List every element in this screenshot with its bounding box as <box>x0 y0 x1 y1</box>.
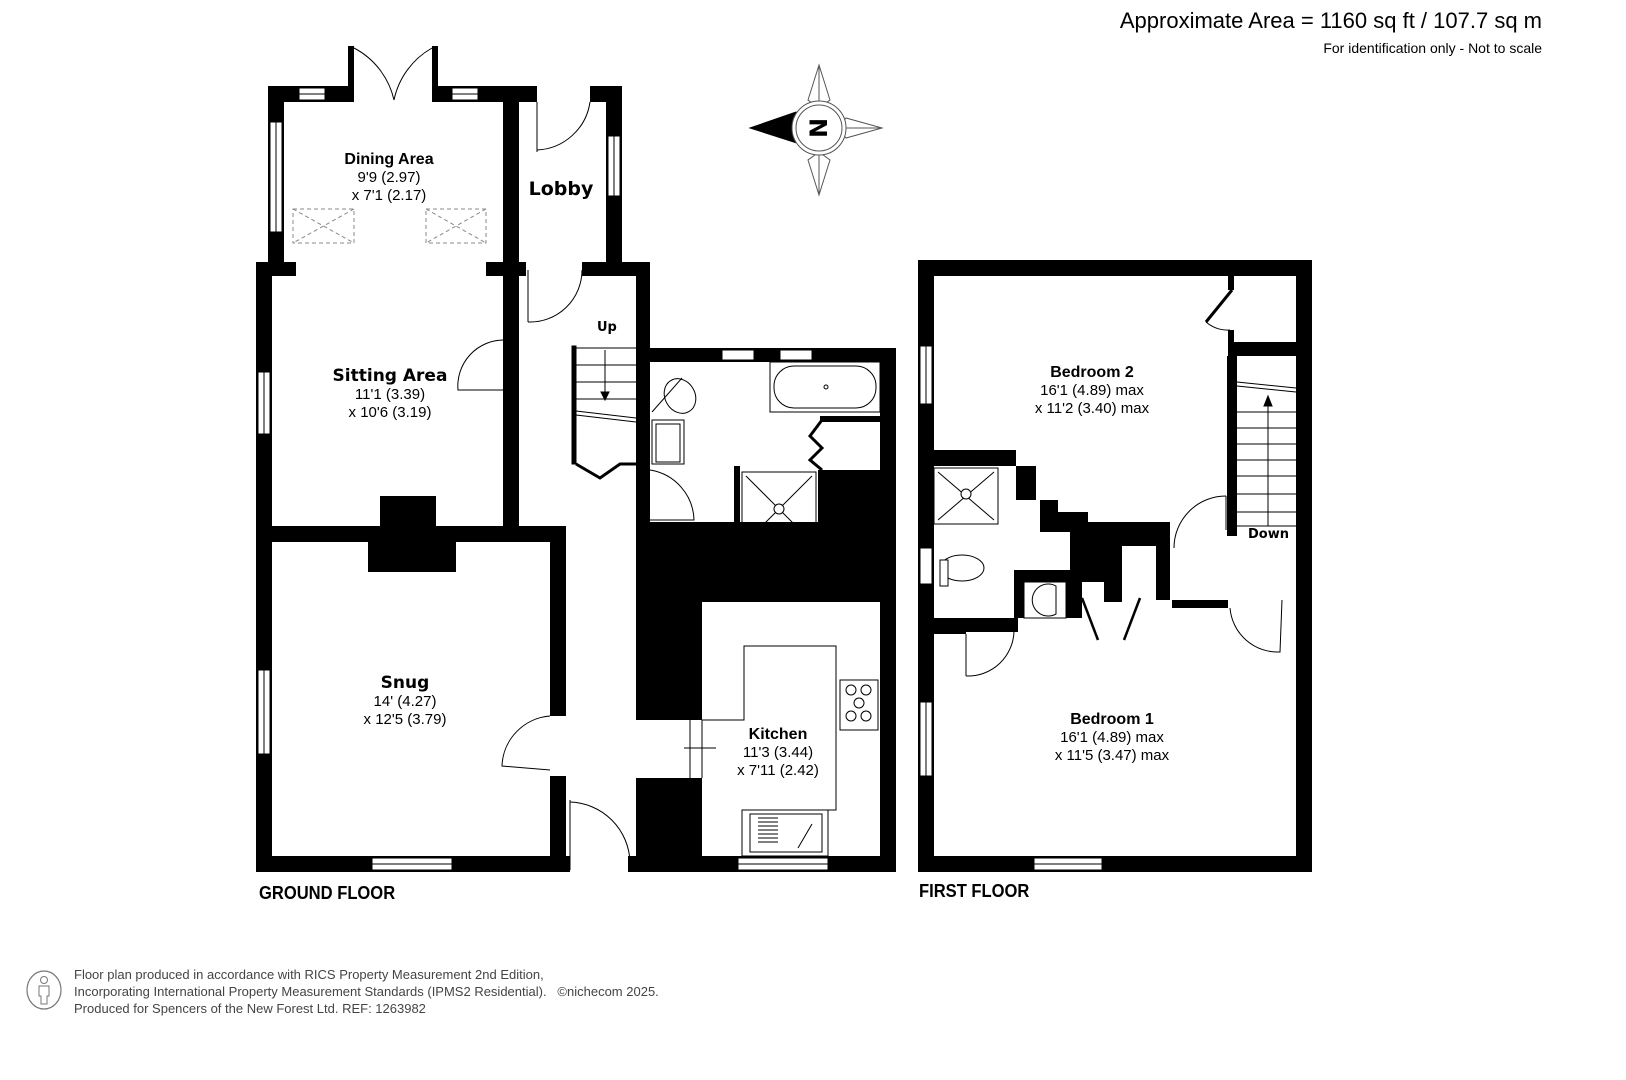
approximate-area-title: Approximate Area = 1160 sq ft / 107.7 sq… <box>1119 8 1542 33</box>
room-dimension: x 11'2 (3.40) max <box>1034 400 1150 418</box>
room-dining-area: Dining Area 9'9 (2.97) x 7'1 (2.17) <box>344 150 433 205</box>
room-snug: Snug 14' (4.27) x 12'5 (3.79) <box>364 673 447 729</box>
room-name: Kitchen <box>748 726 808 743</box>
ground-floor-label: GROUND FLOOR <box>259 883 396 903</box>
room-dimension: 11'1 (3.39) <box>354 386 426 404</box>
footer-disclaimer: Floor plan produced in accordance with R… <box>74 966 659 1017</box>
room-dimension: 14' (4.27) <box>373 693 437 711</box>
compass-rose <box>748 63 884 197</box>
room-name: Snug <box>380 673 430 693</box>
ground-stairs <box>571 345 637 480</box>
footer-line-2: Incorporating International Property Mea… <box>74 983 659 1000</box>
room-name: Dining Area <box>344 151 434 168</box>
disclaimer-subtitle: For identification only - Not to scale <box>1323 40 1542 56</box>
room-dimension: 16'1 (4.89) max <box>1040 382 1144 400</box>
copyright: ©nichecom 2025. <box>557 984 659 999</box>
room-name: Lobby <box>528 178 594 200</box>
first-floor-stairs <box>1236 381 1297 527</box>
room-dimension: x 7'11 (2.42) <box>737 762 819 780</box>
room-dimension: 11'3 (3.44) <box>742 744 814 762</box>
room-dimension: x 7'1 (2.17) <box>351 187 427 205</box>
compass-north-icon: N <box>805 117 833 139</box>
room-name: Sitting Area <box>332 366 448 386</box>
footer-line-3: Produced for Spencers of the New Forest … <box>74 1001 426 1016</box>
footer-line-2-text: Incorporating International Property Mea… <box>74 984 547 999</box>
room-lobby: Lobby <box>529 178 594 201</box>
ground-floor-doors <box>353 47 695 870</box>
first-floor-label: FIRST FLOOR <box>919 881 1030 901</box>
stairs-up-label: Up <box>597 320 617 335</box>
room-dimension: 9'9 (2.97) <box>357 169 421 187</box>
person-scale-icon <box>26 970 62 1010</box>
stairs-down-label: Down <box>1248 527 1289 542</box>
room-dimension: x 10'6 (3.19) <box>348 404 432 422</box>
room-dimension: x 12'5 (3.79) <box>363 711 447 729</box>
room-dimension: 16'1 (4.89) max <box>1060 729 1164 747</box>
room-bedroom-2: Bedroom 2 16'1 (4.89) max x 11'2 (3.40) … <box>1035 363 1149 418</box>
room-name: Bedroom 2 <box>1050 364 1134 381</box>
footer-line-1: Floor plan produced in accordance with R… <box>74 967 544 982</box>
room-sitting-area: Sitting Area 11'1 (3.39) x 10'6 (3.19) <box>333 366 448 422</box>
room-name: Bedroom 1 <box>1070 711 1154 728</box>
room-dimension: x 11'5 (3.47) max <box>1054 747 1170 765</box>
room-kitchen: Kitchen 11'3 (3.44) x 7'11 (2.42) <box>737 725 819 780</box>
room-bedroom-1: Bedroom 1 16'1 (4.89) max x 11'5 (3.47) … <box>1055 710 1169 765</box>
